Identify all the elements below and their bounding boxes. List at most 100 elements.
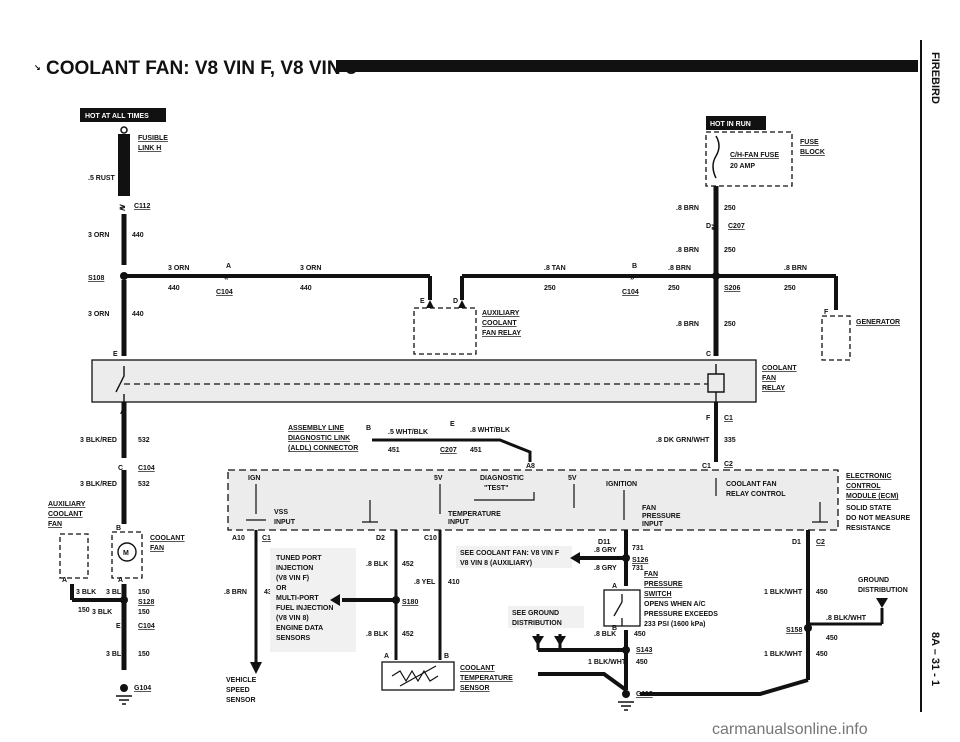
tuned-port-label-1: TUNED PORT: [276, 555, 322, 562]
watermark: carmanualsonline.info: [712, 721, 868, 738]
press-switch-pin-b: B: [612, 625, 617, 632]
wire-335-label: 335: [724, 437, 736, 444]
splice-s128: [120, 596, 128, 604]
connector-c104-c-pin: C: [118, 465, 123, 472]
connector-c112: C112: [134, 203, 150, 210]
aux-coolant-fan-relay: [413, 307, 477, 355]
wire-grnwht-label: .8 DK GRN/WHT: [656, 437, 710, 444]
ecm-label-1: ELECTRONIC: [846, 473, 892, 480]
splice-s143-label: S143: [636, 647, 652, 654]
ecm-pin-a8: A8: [526, 463, 535, 470]
ecm-pin-d2: D2: [376, 535, 385, 542]
wire-blkred-label-1: 3 BLK/RED: [80, 437, 117, 444]
tuned-port-label-3: (V8 VIN F): [276, 575, 309, 582]
ecm-fan-press-label-1: FAN: [642, 505, 656, 512]
wire-440-label-1: 440: [132, 232, 144, 239]
ecm-vss-label-2: INPUT: [274, 519, 296, 526]
hot-at-all-times-label-box: [80, 108, 166, 122]
wire-brn-label-2: .8 BRN: [676, 205, 699, 212]
coolant-temperature-sensor: [381, 661, 455, 691]
wire-451-label-1: 451: [388, 447, 400, 454]
coolant-fan-relay-label-1: COOLANT: [762, 365, 797, 372]
ground-dist-arrow: [876, 598, 888, 608]
connector-c2-label-2: C2: [816, 539, 825, 546]
ecm-label-3: MODULE (ECM): [846, 493, 899, 500]
aldl-pin-e: E: [450, 421, 455, 428]
coolant-fan: [111, 531, 143, 579]
wire-532-label-2: 532: [138, 481, 150, 488]
wire-blkwht-label-3: .8 BLK/WHT: [826, 615, 867, 622]
press-switch-contact: [613, 594, 623, 626]
ecm-fan-press-label-2: PRESSURE: [642, 513, 681, 520]
wire-451-aldl: [372, 438, 532, 462]
wire-brn-label-3: .8 BRN: [676, 247, 699, 254]
wire-731-label-1: 731: [632, 545, 644, 552]
vss-label-1: VEHICLE: [226, 677, 257, 684]
ecm-vss-label-1: VSS: [274, 509, 288, 516]
wire-450-label-4: 450: [826, 635, 838, 642]
ecm-label-6: RESISTANCE: [846, 525, 891, 532]
wire-451-label-2: 451: [470, 447, 482, 454]
aux-relay-label-3: FAN RELAY: [482, 330, 521, 337]
fan-pin-b: B: [116, 525, 121, 532]
vss-label-2: SPEED: [226, 687, 250, 694]
press-switch-pin-a: A: [612, 583, 617, 590]
wire-gry-label-1: .8 GRY: [594, 547, 617, 554]
ecm-fan-press-label-3: INPUT: [642, 521, 664, 528]
wire-3orn-label-2: 3 ORN: [168, 265, 189, 272]
wire-blk-label-5: .8 BLK: [366, 561, 388, 568]
temp-sensor-label-1: COOLANT: [460, 665, 495, 672]
auxiliary-coolant-fan: [59, 533, 89, 579]
wire-450-label-5: 450: [816, 651, 828, 658]
wire-150-label-1: 150: [138, 589, 150, 596]
generator-label: GENERATOR: [856, 319, 900, 326]
wire-wht-blk-label-2: .8 WHT/BLK: [470, 427, 510, 434]
ecm-test-label: "TEST": [484, 485, 509, 492]
fuse-rating-label: 20 AMP: [730, 163, 755, 170]
splice-s126-label: S126: [632, 557, 648, 564]
ground-arrow-2: [554, 636, 566, 646]
ground-dist-label-2: DISTRIBUTION: [858, 587, 908, 594]
fan-pin-a: A: [118, 577, 123, 584]
fuse-block-label-1: FUSE: [800, 139, 819, 146]
generator-pin-f: F: [824, 309, 829, 316]
wire-452-label-1: 452: [402, 561, 414, 568]
wire-blk-label-2: 3 BLK: [106, 589, 126, 596]
connector-c104-label-e: C104: [138, 623, 155, 630]
wire-yel-label: .8 YEL: [414, 579, 436, 586]
see-ground-label-2: DISTRIBUTION: [512, 620, 562, 627]
ecm-pin-c10: C10: [424, 535, 437, 542]
ecm-relay-ctrl-label-2: RELAY CONTROL: [726, 491, 786, 498]
wire-gry-label-2: .8 GRY: [594, 565, 617, 572]
title-bar: [336, 60, 918, 72]
temp-sensor-label-2: TEMPERATURE: [460, 675, 513, 682]
ecm-pin-d1: D1: [792, 539, 801, 546]
wire-410-label: 410: [448, 579, 460, 586]
tuned-port-label-5: MULTI-PORT: [276, 595, 319, 602]
press-switch-label-3: SWITCH: [644, 591, 672, 598]
coolant-fan-label-1: COOLANT: [150, 535, 185, 542]
connector-c104-a-pin: A: [226, 263, 231, 270]
page-number: 8A – 31 - 1: [929, 632, 941, 686]
wire-blkwht-label-1: 1 BLK/WHT: [588, 659, 627, 666]
aldl-label-3: (ALDL) CONNECTOR: [288, 445, 358, 452]
coolant-fan-relay-label-3: RELAY: [762, 385, 785, 392]
wire-731-label-2: 731: [632, 565, 644, 572]
wire-wht-blk-label-1: .5 WHT/BLK: [388, 429, 428, 436]
wire-3orn-label-1: 3 ORN: [88, 232, 109, 239]
coolant-fan-relay-label-2: FAN: [762, 375, 776, 382]
aux-fan-pin-a: A: [62, 577, 67, 584]
connector-c104-label-a: C104: [216, 289, 233, 296]
temp-sensor-pin-a: A: [384, 653, 389, 660]
press-switch-label-4: OPENS WHEN A/C: [644, 601, 706, 608]
wire-440-label-3: 440: [300, 285, 312, 292]
ecm-5v-label-2: 5V: [568, 475, 577, 482]
ground-g118: [622, 690, 630, 698]
aldl-label-2: DIAGNOSTIC LINK: [288, 435, 350, 442]
coolant-fan-relay-band: [91, 359, 757, 403]
splice-s143: [622, 646, 630, 654]
wire-250-label-3: 250: [724, 205, 736, 212]
wire-blk-label-3: 3 BLK: [92, 609, 112, 616]
wire-150-label-3: 150: [138, 651, 150, 658]
wire-rust-label: .5 RUST: [88, 175, 116, 182]
